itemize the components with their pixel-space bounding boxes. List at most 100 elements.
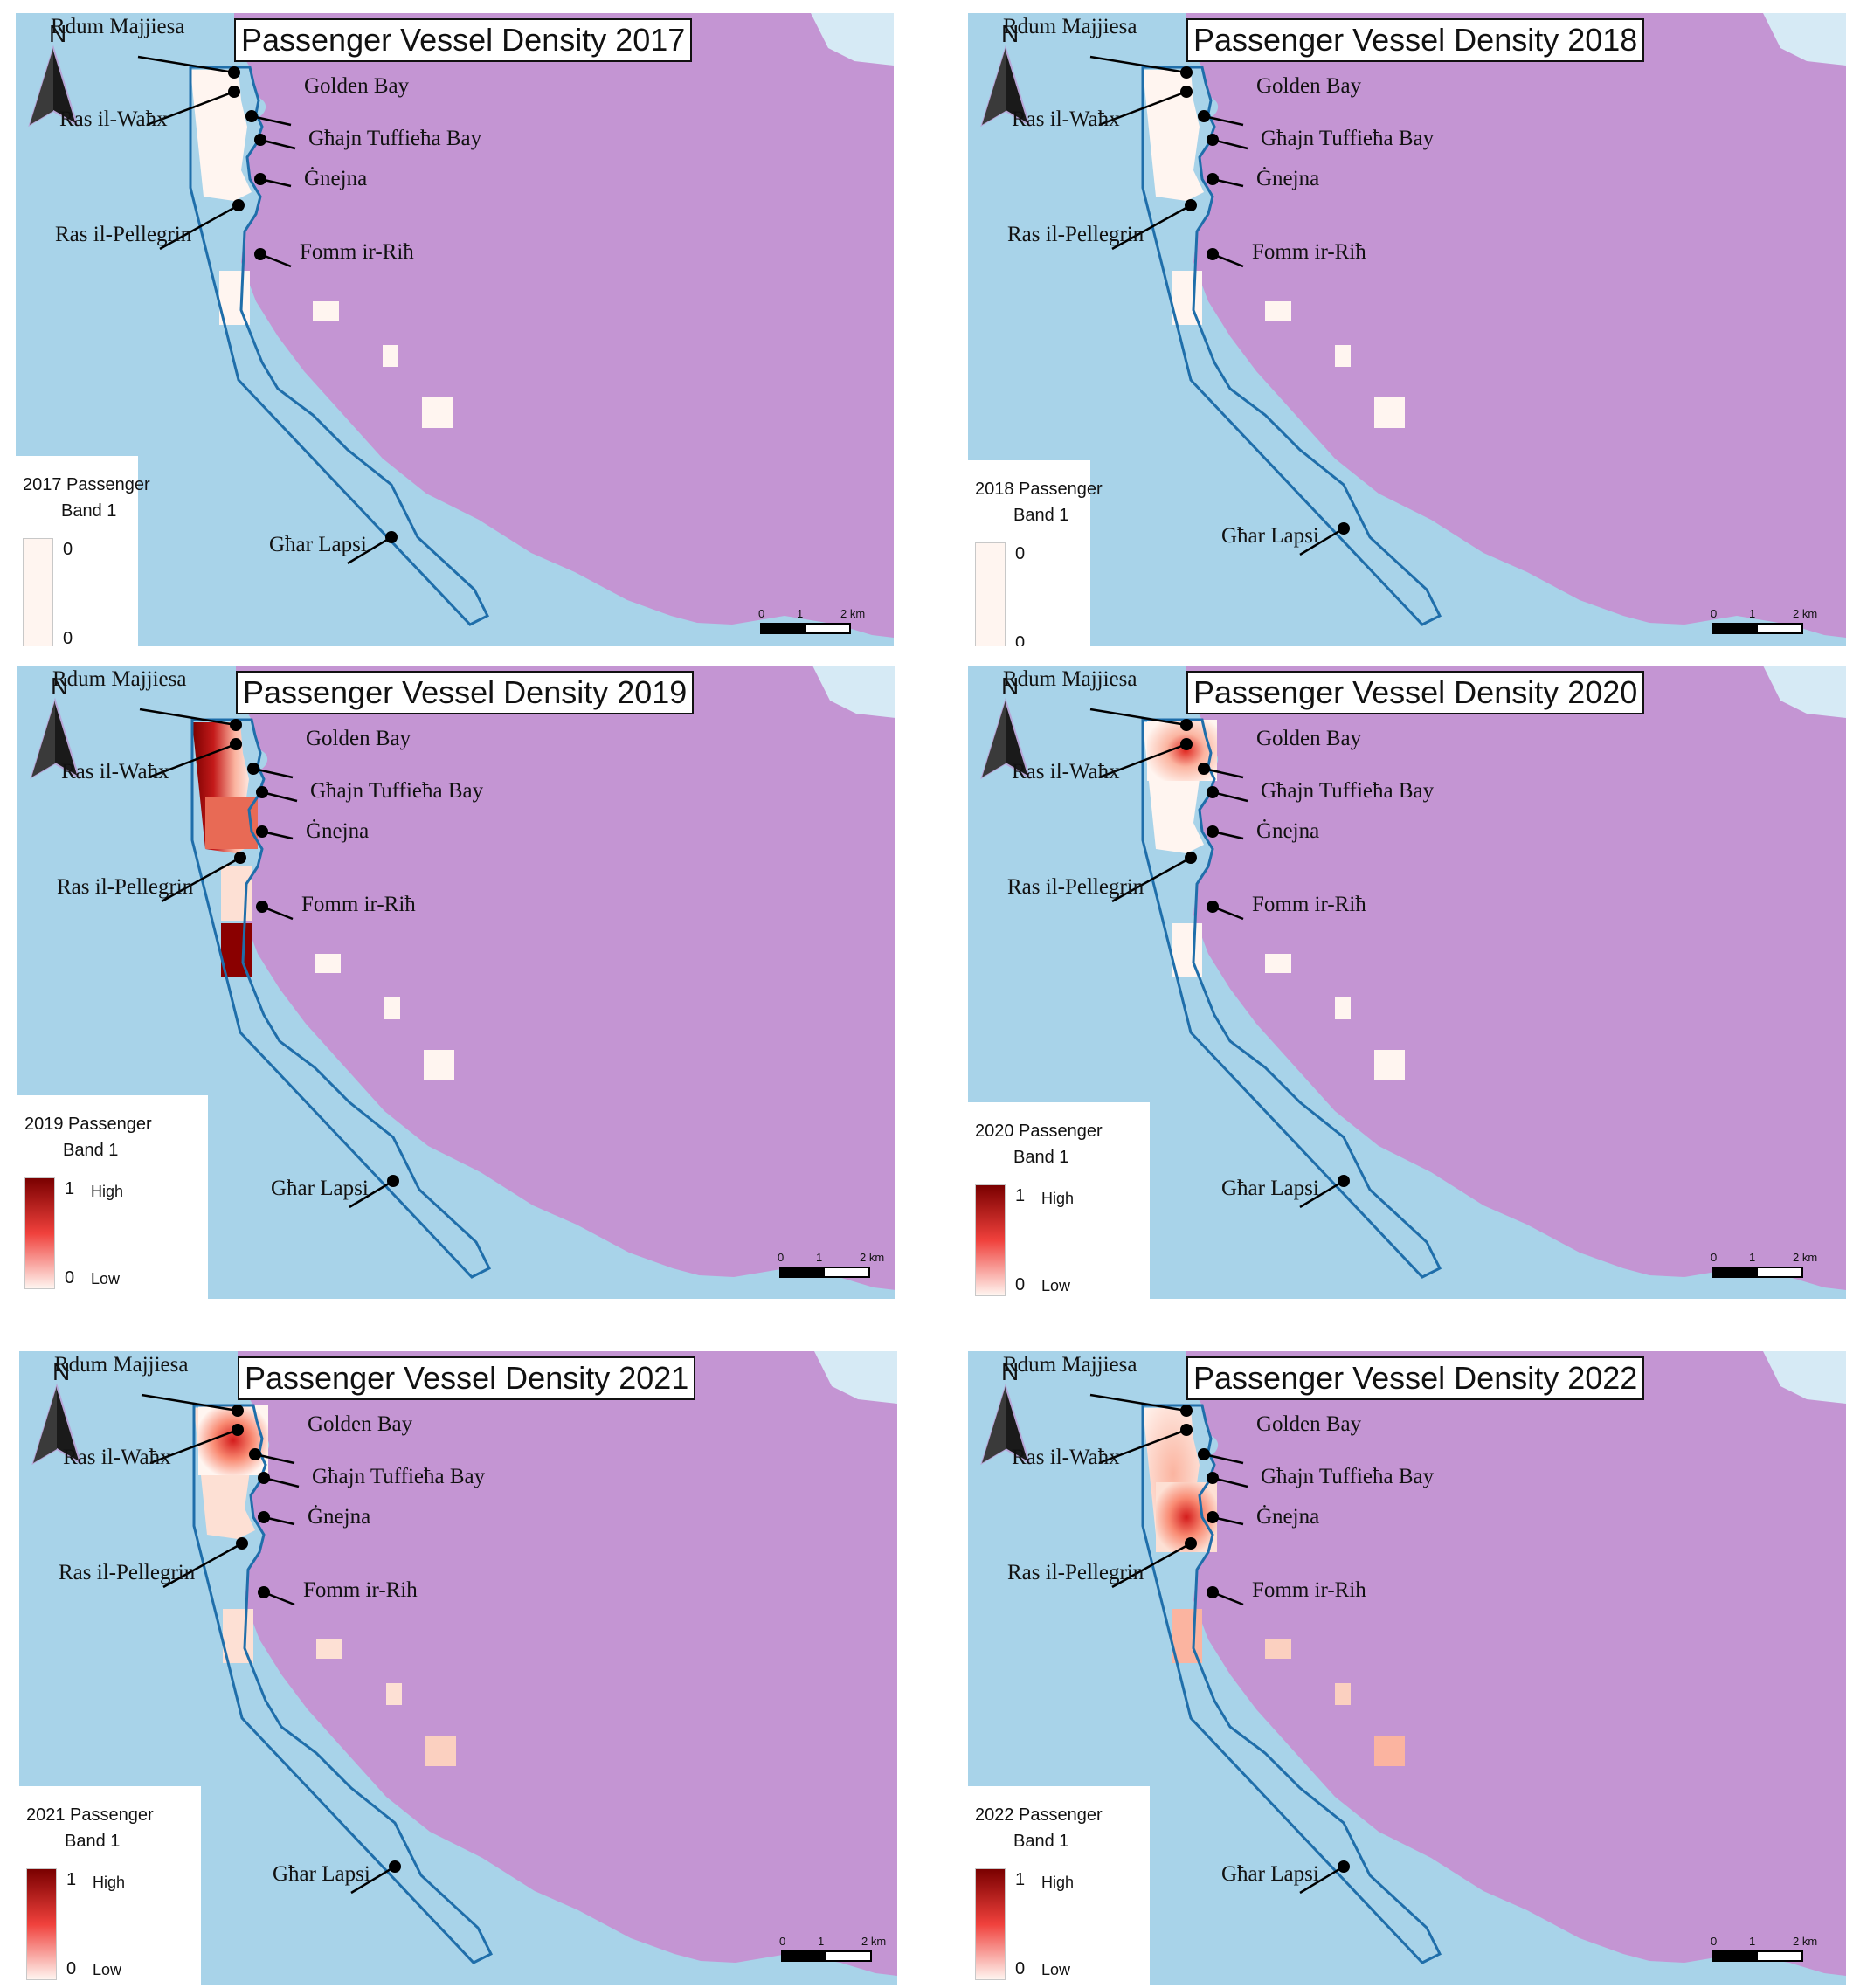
map-title: Passenger Vessel Density 2018 [1186,18,1645,62]
map-canvas [968,1351,1846,1985]
map-panel-2022: N Passenger Vessel Density 2022 Rdum Maj… [968,1351,1846,1985]
land-corner [811,13,894,66]
label-golden: Golden Bay [1256,1412,1362,1436]
label-golden: Golden Bay [304,74,410,98]
legend: 2017 Passenger Band 1 0 0 [16,456,150,646]
leader-lines [137,55,392,565]
legend-top-value: 0 [63,540,73,559]
north-arrow-icon [980,1383,1031,1466]
legend-band: Band 1 [61,501,117,521]
legend: 2019 Passenger Band 1 1 0 High Low [17,1095,208,1299]
legend-ramp [24,1177,55,1289]
label-wahx: Ras il-Waħx [1012,1446,1120,1469]
label-gnejna: Ġnejna [1256,819,1320,843]
label-lapsi: Għar Lapsi [1221,524,1319,548]
label-tuffieha: Għajn Tuffieħa Bay [1261,127,1435,150]
north-arrow-icon [980,697,1031,780]
cell-4 [422,397,453,428]
label-fomm: Fomm ir-Riħ [1252,240,1366,264]
label-lapsi: Għar Lapsi [1221,1177,1319,1200]
legend: 2022 Passenger Band 1 1 0 High Low [968,1786,1150,1985]
north-arrow: N [975,1356,1036,1470]
legend-ramp [26,1868,57,1980]
legend: 2021 Passenger Band 1 1 0 High Low [19,1786,201,1985]
legend: 2020 Passenger Band 1 1 0 High Low [968,1102,1150,1299]
legend-ramp [23,538,53,646]
map-canvas [968,13,1846,646]
label-golden: Golden Bay [1256,74,1362,98]
label-tuffieha: Għajn Tuffieħa Bay [308,127,482,150]
label-gnejna: Ġnejna [1256,167,1320,190]
label-gnejna: Ġnejna [308,1505,371,1529]
scale-bar: 0 1 2 km [1709,1251,1822,1286]
label-rdum: Rdum Majjiesa [51,15,185,38]
legend: 2018 Passenger Band 1 0 0 [968,460,1103,646]
label-tuffieha: Għajn Tuffieħa Bay [312,1465,486,1488]
label-fomm: Fomm ir-Riħ [1252,1578,1366,1602]
map-title: Passenger Vessel Density 2019 [236,671,695,714]
map-title: Passenger Vessel Density 2020 [1186,671,1645,714]
scale-bar: 0 1 2 km [1709,1935,1822,1970]
legend-ramp [975,542,1006,646]
label-tuffieha: Għajn Tuffieħa Bay [1261,1465,1435,1488]
map-panel-2021: N Passenger Vessel Density 2021 Rdum Maj… [19,1351,897,1985]
label-fomm: Fomm ir-Riħ [1252,893,1366,916]
north-arrow: N [975,671,1036,784]
scale-bar: 0 1 2 km [776,1251,889,1286]
label-fomm: Fomm ir-Riħ [300,240,414,264]
cell-3 [383,345,398,367]
north-letter: N [49,20,67,47]
label-rdum: Rdum Majjiesa [1003,1353,1137,1377]
label-rdum: Rdum Majjiesa [1003,15,1137,38]
north-arrow: N [24,671,86,784]
legend-title: 2017 Passenger [23,475,150,494]
label-pellegrin: Ras il-Pellegrin [1007,1561,1144,1584]
label-rdum: Rdum Majjiesa [1003,667,1137,691]
map-title: Passenger Vessel Density 2022 [1186,1356,1645,1400]
label-golden: Golden Bay [1256,727,1362,750]
label-lapsi: Għar Lapsi [269,533,367,556]
scale-bar: 0 1 2 km [757,607,870,642]
map-title: Passenger Vessel Density 2021 [238,1356,696,1400]
north-arrow: N [975,18,1036,132]
label-rdum: Rdum Majjiesa [54,1353,189,1377]
label-pellegrin: Ras il-Pellegrin [59,1561,196,1584]
map-panel-2018: N Passenger Vessel Density 2018 Rdum Maj… [968,13,1846,646]
label-lapsi: Għar Lapsi [271,1177,369,1200]
label-fomm: Fomm ir-Riħ [303,1578,418,1602]
label-lapsi: Għar Lapsi [1221,1862,1319,1886]
label-pellegrin: Ras il-Pellegrin [55,223,192,246]
map-panel-2020: N Passenger Vessel Density 2020 Rdum Maj… [968,666,1846,1299]
label-tuffieha: Għajn Tuffieħa Bay [1261,779,1435,803]
label-golden: Golden Bay [306,727,411,750]
label-gnejna: Ġnejna [306,819,370,843]
label-fomm: Fomm ir-Riħ [301,893,416,916]
north-arrow-icon [30,697,80,780]
label-gnejna: Ġnejna [304,167,368,190]
scale-bar: 0 1 2 km [778,1935,891,1970]
label-rdum: Rdum Majjiesa [52,667,187,691]
label-pellegrin: Ras il-Pellegrin [1007,223,1144,246]
label-wahx: Ras il-Waħx [63,1446,171,1469]
north-arrow-icon [980,45,1031,128]
label-gnejna: Ġnejna [1256,1505,1320,1529]
land [234,13,894,638]
legend-bottom-value: 0 [63,629,73,646]
north-arrow: N [26,1356,87,1470]
label-wahx: Ras il-Waħx [61,760,169,783]
label-wahx: Ras il-Waħx [1012,107,1120,131]
map-title: Passenger Vessel Density 2017 [234,18,693,62]
map-canvas [16,13,894,646]
label-lapsi: Għar Lapsi [273,1862,370,1886]
north-arrow-icon [31,1383,82,1466]
legend-ramp [975,1184,1006,1296]
label-pellegrin: Ras il-Pellegrin [1007,875,1144,899]
label-wahx: Ras il-Waħx [1012,760,1120,783]
label-golden: Golden Bay [308,1412,413,1436]
map-panel-2017: N Passenger Vessel Density 2017 Rdum Maj… [16,13,894,646]
north-arrow-icon [28,45,79,128]
location-dots [228,66,398,543]
label-pellegrin: Ras il-Pellegrin [57,875,194,899]
label-wahx: Ras il-Waħx [59,107,168,131]
cell-5 [313,301,339,321]
